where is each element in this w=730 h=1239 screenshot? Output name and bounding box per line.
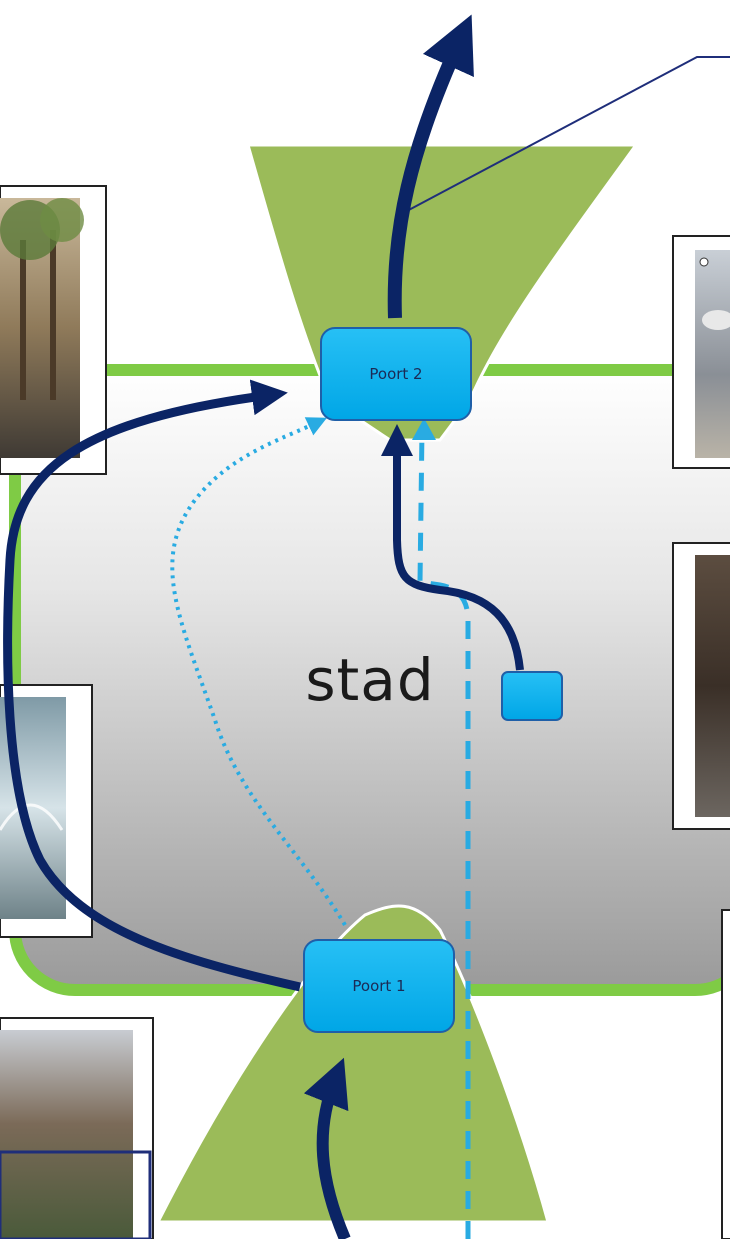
arrow-exit-top [387, 14, 474, 319]
callout-box-bottom-right [721, 909, 730, 1239]
gate-poort-2 [320, 327, 472, 421]
arrow-left-loop [3, 379, 301, 992]
dotted-route [170, 417, 347, 927]
callout-leader-line [404, 56, 730, 213]
arrow-internal [381, 424, 524, 671]
dashed-route-arrowhead [412, 418, 436, 440]
gate-poort-1 [303, 939, 455, 1033]
city-area [9, 364, 730, 996]
photo-top-right [672, 235, 730, 469]
internal-node [501, 671, 563, 721]
photo-top-left [0, 185, 107, 475]
photo-bottom-left [0, 1017, 154, 1239]
arrow-enter-bottom [303, 1057, 351, 1239]
photo-middle-right [672, 542, 730, 830]
